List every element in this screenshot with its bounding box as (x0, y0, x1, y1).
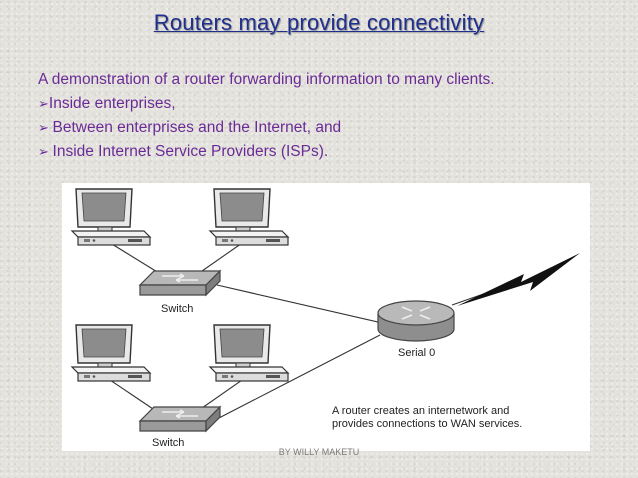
router-serial-label: Serial 0 (398, 347, 435, 359)
switch-bottom-label: Switch (152, 437, 184, 449)
bullet-list: A demonstration of a router forwarding i… (38, 68, 628, 164)
switch-top-label: Switch (161, 303, 193, 315)
wan-lightning-icon (457, 253, 580, 306)
bullet-between-enterprises: ➢ Between enterprises and the Internet, … (38, 119, 342, 136)
arrow-bullet-icon: ➢ (38, 144, 53, 159)
computer-icon (209, 188, 289, 246)
switch-icon (139, 406, 221, 432)
diagram-caption-line2: provides connections to WAN services. (332, 418, 522, 430)
arrow-bullet-icon: ➢ (38, 120, 53, 135)
diagram-caption-line1: A router creates an internetwork and (332, 405, 509, 417)
computer-icon (209, 324, 289, 382)
bullet-enterprises: ➢Inside enterprises, (38, 95, 176, 112)
slide-footer: BY WILLY MAKETU (278, 447, 360, 457)
bullet-intro: A demonstration of a router forwarding i… (38, 71, 495, 88)
slide-title: Routers may provide connectivity (153, 10, 485, 35)
router-icon (377, 300, 455, 342)
bullet-isps: ➢ Inside Internet Service Providers (ISP… (38, 143, 329, 160)
network-diagram: Switch Switch Serial 0 A router creates … (62, 183, 590, 451)
computer-icon (71, 324, 151, 382)
computer-icon (71, 188, 151, 246)
switch-icon (139, 270, 221, 296)
arrow-bullet-icon: ➢ (38, 96, 49, 111)
